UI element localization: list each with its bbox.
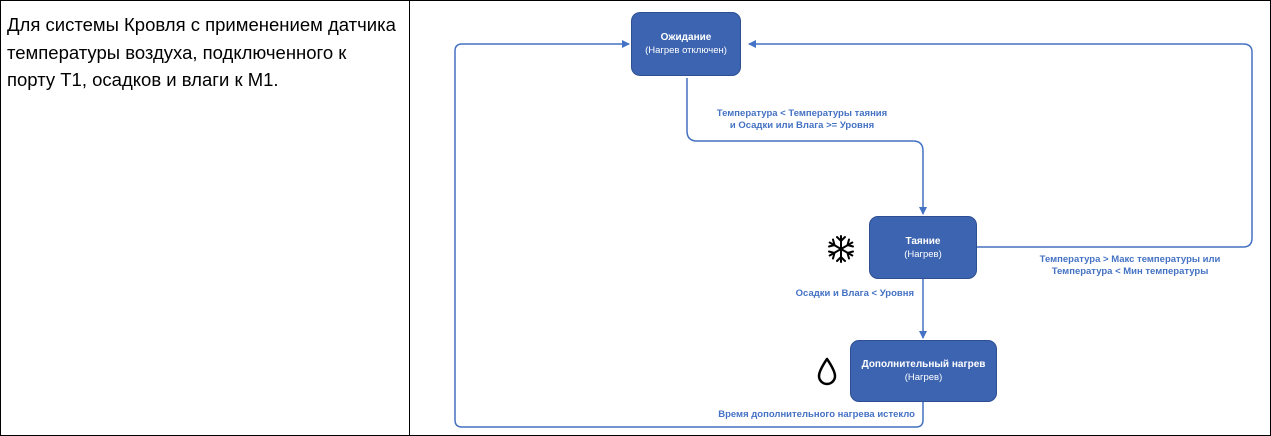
state-diagram: Ожидание (Нагрев отключен) Таяние (Нагре… xyxy=(410,1,1270,435)
state-extra-name: Дополнительный нагрев xyxy=(861,359,986,370)
snowflake-icon xyxy=(828,235,854,263)
description-cell: Для системы Кровля с применением датчика… xyxy=(0,0,409,436)
label-melt-to-wait-line1: Температура > Макс температуры или xyxy=(1039,254,1221,265)
state-melting: Таяние (Нагрев) xyxy=(869,216,977,279)
label-wait-to-melt-line1: Температура < Температуры таяния xyxy=(716,108,888,119)
label-melt-to-wait: Температура > Макс температуры или Темпе… xyxy=(1000,254,1260,278)
water-drop-icon xyxy=(817,357,837,386)
description-text: Для системы Кровля с применением датчика… xyxy=(7,14,396,90)
state-extra-heating: Дополнительный нагрев (Нагрев) xyxy=(850,340,997,402)
connectors xyxy=(454,40,1253,428)
label-melt-to-extra-line1: Осадки и Влага < Уровня xyxy=(795,288,914,299)
label-extra-to-wait: Время дополнительного нагрева истекло xyxy=(665,409,915,421)
state-melting-name: Таяние xyxy=(905,235,941,247)
state-waiting-sub: (Нагрев отключен) xyxy=(645,45,727,56)
label-extra-to-wait-line1: Время дополнительного нагрева истекло xyxy=(718,409,915,420)
label-melt-to-extra: Осадки и Влага < Уровня xyxy=(776,288,914,300)
label-melt-to-wait-line2: Температура < Мин температуры xyxy=(1051,266,1209,277)
state-extra-sub: (Нагрев) xyxy=(904,372,943,383)
arrow-wait-to-melt xyxy=(686,78,927,215)
state-waiting: Ожидание (Нагрев отключен) xyxy=(631,12,741,76)
arrow-melt-to-wait xyxy=(748,40,1253,248)
arrow-extra-to-wait xyxy=(454,40,924,428)
label-wait-to-melt-line2: и Осадки или Влага >= Уровня xyxy=(729,120,875,131)
state-melting-sub: (Нагрев) xyxy=(904,248,942,260)
label-wait-to-melt: Температура < Температуры таяния и Осадк… xyxy=(690,108,914,132)
state-waiting-name: Ожидание xyxy=(660,32,712,43)
